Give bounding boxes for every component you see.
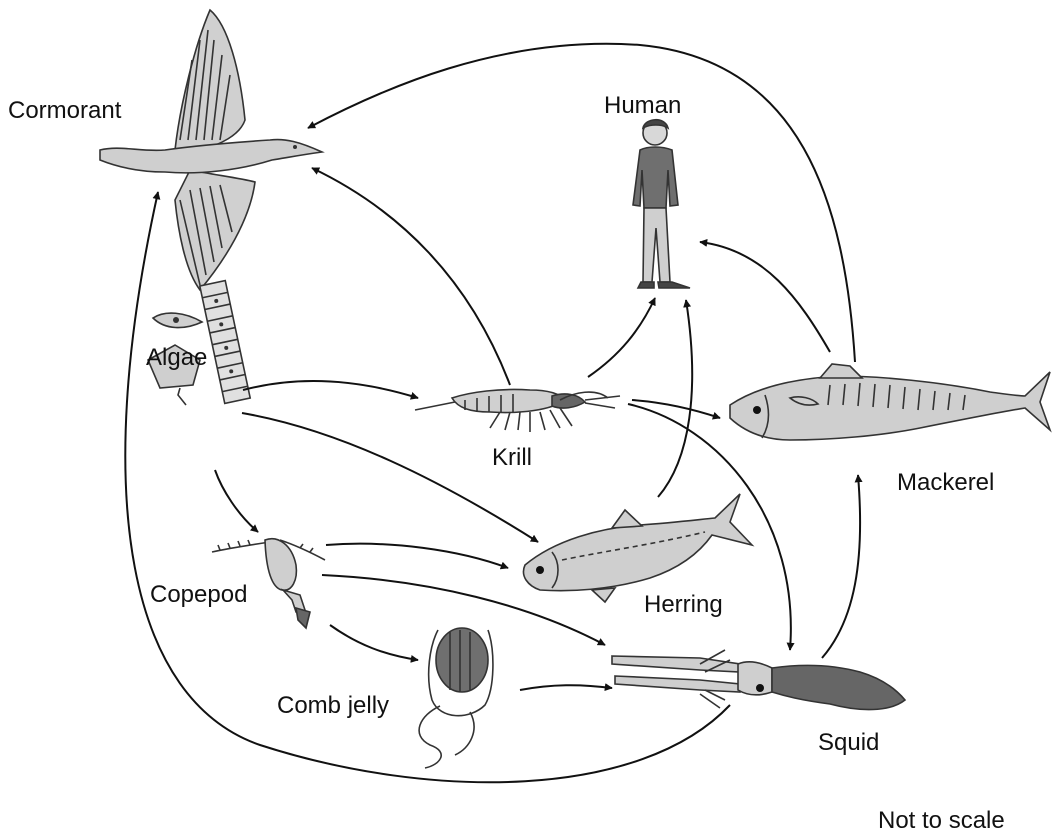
arrow-algae-to-copepod xyxy=(215,470,258,532)
squid-illustration xyxy=(612,650,905,710)
arrow-squid-to-cormorant xyxy=(125,192,730,782)
scale-note: Not to scale xyxy=(878,807,1005,834)
mackerel-illustration xyxy=(730,364,1050,440)
arrow-squid-to-mackerel xyxy=(822,475,860,658)
algae-illustration xyxy=(148,281,250,405)
arrow-copepod-to-herring xyxy=(326,544,508,568)
herring-illustration xyxy=(523,494,752,602)
label-cormorant: Cormorant xyxy=(8,97,122,124)
cormorant-illustration xyxy=(100,10,322,290)
arrow-krill-to-cormorant xyxy=(312,168,510,385)
human-illustration xyxy=(633,120,690,288)
label-mackerel: Mackerel xyxy=(897,469,994,496)
label-herring: Herring xyxy=(644,591,723,618)
arrow-krill-to-human xyxy=(588,298,655,377)
label-human: Human xyxy=(604,92,681,119)
label-algae: Algae xyxy=(146,344,207,371)
label-copepod: Copepod xyxy=(150,581,247,608)
comb-jelly-illustration xyxy=(419,628,493,768)
arrow-comb-jelly-to-squid xyxy=(520,685,612,690)
label-comb-jelly: Comb jelly xyxy=(277,692,389,719)
arrow-algae-to-krill xyxy=(243,381,418,398)
arrow-mackerel-to-cormorant xyxy=(308,44,855,362)
krill-illustration xyxy=(415,389,620,432)
arrow-mackerel-to-human xyxy=(700,242,830,352)
label-krill: Krill xyxy=(492,444,532,471)
arrow-herring-to-human xyxy=(658,300,692,497)
arrow-algae-to-herring xyxy=(242,413,538,542)
label-squid: Squid xyxy=(818,729,879,756)
arrow-copepod-to-comb-jelly xyxy=(330,625,418,660)
